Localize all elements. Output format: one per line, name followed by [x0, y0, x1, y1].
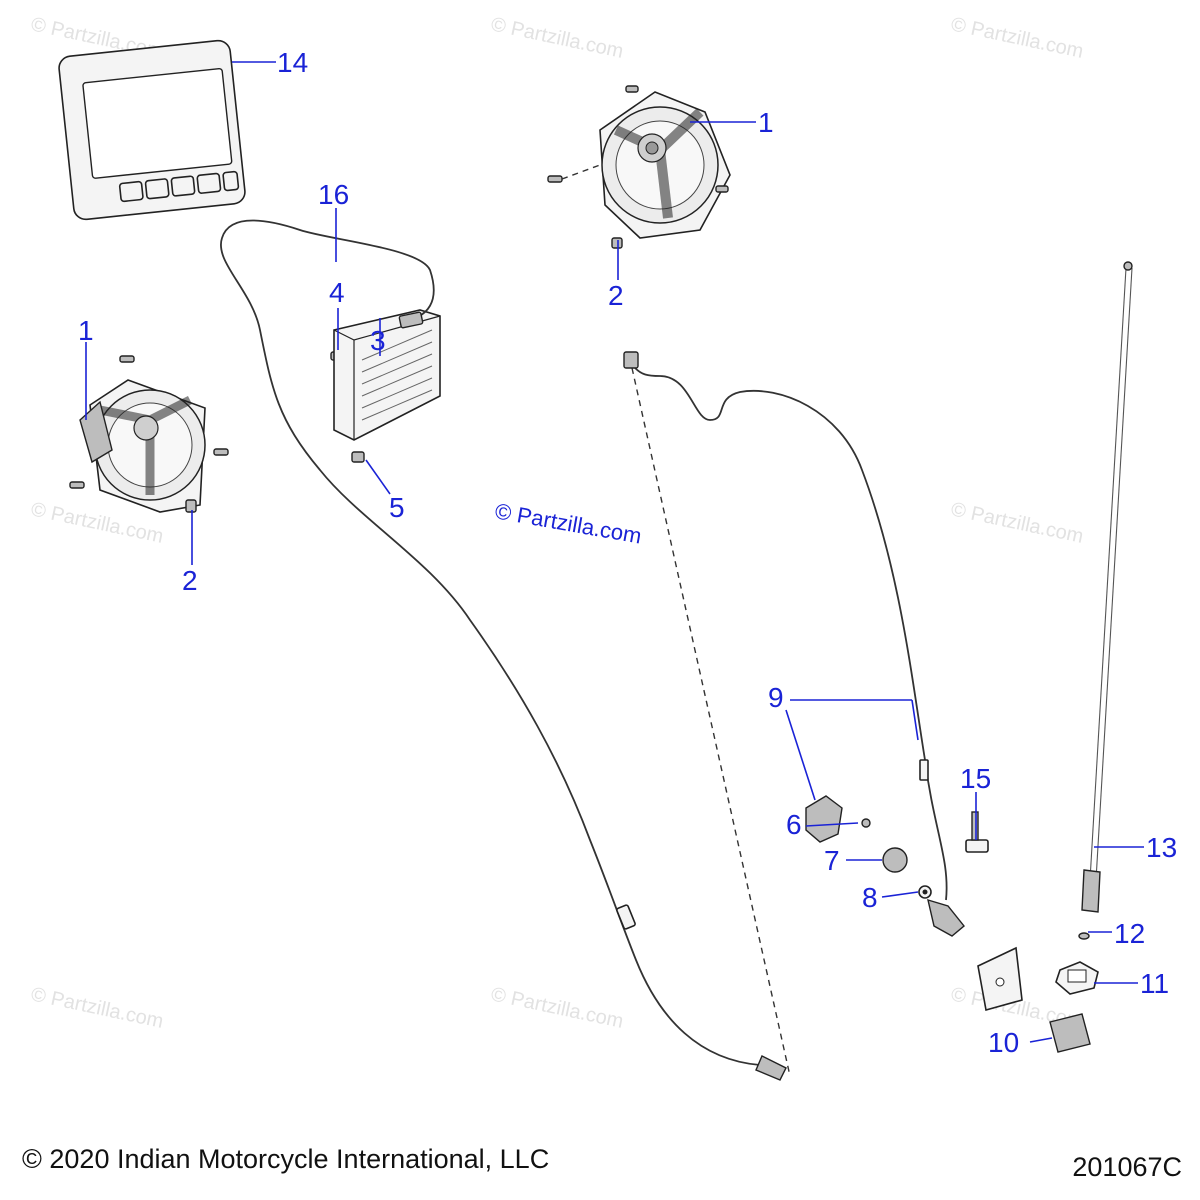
screw-set-left	[69, 355, 229, 513]
center-watermark: © Partzilla.com	[493, 498, 643, 548]
callout-4: 4	[329, 277, 345, 308]
callout-5: 5	[389, 492, 405, 523]
long-cable	[220, 219, 787, 1081]
watermark: © Partzilla.com	[489, 13, 625, 63]
copyright-notice: © 2020 Indian Motorcycle International, …	[22, 1144, 549, 1174]
washer	[882, 847, 908, 873]
display-unit	[58, 39, 246, 221]
grommet	[918, 885, 932, 899]
antenna-cable	[623, 351, 965, 937]
callout-7: 7	[824, 845, 840, 876]
nut-small	[351, 451, 365, 463]
callout-1-right: 1	[758, 107, 774, 138]
callout-2-left: 2	[182, 565, 198, 596]
cable-connector	[965, 811, 989, 853]
callout-3: 3	[370, 325, 386, 356]
routing-dashed-line	[631, 367, 791, 1077]
callout-11: 11	[1140, 968, 1169, 999]
antenna-mast	[1081, 261, 1133, 913]
callout-labels: 14 1 2 1 2 16 4 3 5 9 6 7 8 15 13 12 11 …	[78, 47, 1177, 1058]
speaker-right	[599, 91, 731, 239]
antenna-nut	[1078, 932, 1090, 940]
antenna-bracket	[977, 946, 1023, 1012]
watermark: © Partzilla.com	[29, 983, 165, 1033]
speaker-left	[79, 379, 206, 513]
callout-16: 16	[318, 179, 349, 210]
callout-9: 9	[768, 682, 784, 713]
screw-set-right	[547, 85, 729, 249]
watermark: © Partzilla.com	[949, 13, 1085, 63]
callout-6: 6	[786, 809, 802, 840]
watermark: © Partzilla.com	[489, 983, 625, 1033]
diagram-id: 201067C	[1072, 1152, 1182, 1182]
small-nut	[861, 818, 871, 828]
callout-14: 14	[277, 47, 308, 78]
amplifier-module	[333, 309, 441, 441]
leader-lines	[85, 61, 1144, 1043]
callout-1-left: 1	[78, 315, 94, 346]
callout-12: 12	[1114, 918, 1145, 949]
watermark: © Partzilla.com	[949, 498, 1085, 548]
callout-10: 10	[988, 1027, 1019, 1058]
antenna-cap	[1049, 1013, 1091, 1053]
mount-bracket	[805, 795, 843, 843]
antenna-base	[1055, 961, 1099, 995]
callout-2-right: 2	[608, 280, 624, 311]
callout-8: 8	[862, 882, 878, 913]
callout-13: 13	[1146, 832, 1177, 863]
callout-15: 15	[960, 763, 991, 794]
